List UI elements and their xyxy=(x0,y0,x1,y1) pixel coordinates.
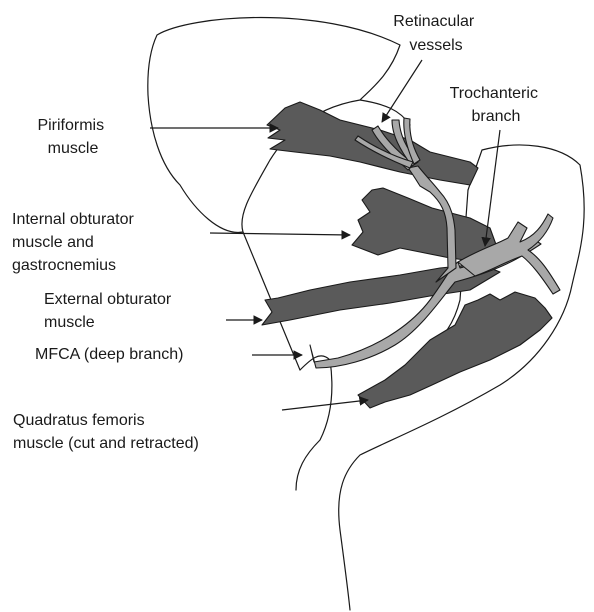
internal-obturator-label: Internal obturator muscle and gastrocnem… xyxy=(12,211,138,274)
quadratus-femoris-label: Quadratus femoris muscle (cut and retrac… xyxy=(13,412,199,452)
external-obturator-label: External obturator muscle xyxy=(44,291,176,331)
femoral-neck-inner-line xyxy=(360,100,410,125)
retinacular-vessels-label: Retinacular vessels xyxy=(393,13,478,54)
internal-obturator-muscle xyxy=(352,188,498,262)
quadratus-leader xyxy=(282,400,368,410)
mfca-deep-branch-label: MFCA (deep branch) xyxy=(35,346,184,363)
piriformis-muscle-label: Piriformis muscle xyxy=(37,117,108,157)
piriformis-muscle xyxy=(267,102,478,185)
trochanteric-branch-label: Trochanteric branch xyxy=(450,85,543,125)
internal-obturator-leader xyxy=(210,233,350,235)
femoral-shaft-left-edge xyxy=(296,356,332,490)
